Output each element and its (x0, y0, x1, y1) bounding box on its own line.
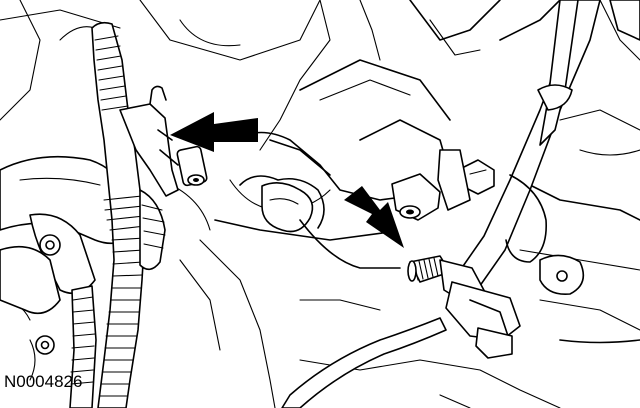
center-housing (234, 131, 411, 269)
diagonal-brace (451, 0, 640, 301)
right-flange (539, 254, 585, 296)
bracket-bolt (437, 149, 495, 211)
left-runner (0, 155, 141, 355)
mounting-boss (391, 173, 441, 221)
lower-corrugated-hose (69, 189, 166, 408)
figure-id-label: N0004826 (4, 372, 83, 391)
right-arrow (344, 186, 404, 248)
wire-harness-clip (119, 85, 208, 197)
upper-left-arrow (170, 112, 258, 152)
metal-line (281, 317, 447, 408)
threaded-stud (407, 255, 521, 359)
